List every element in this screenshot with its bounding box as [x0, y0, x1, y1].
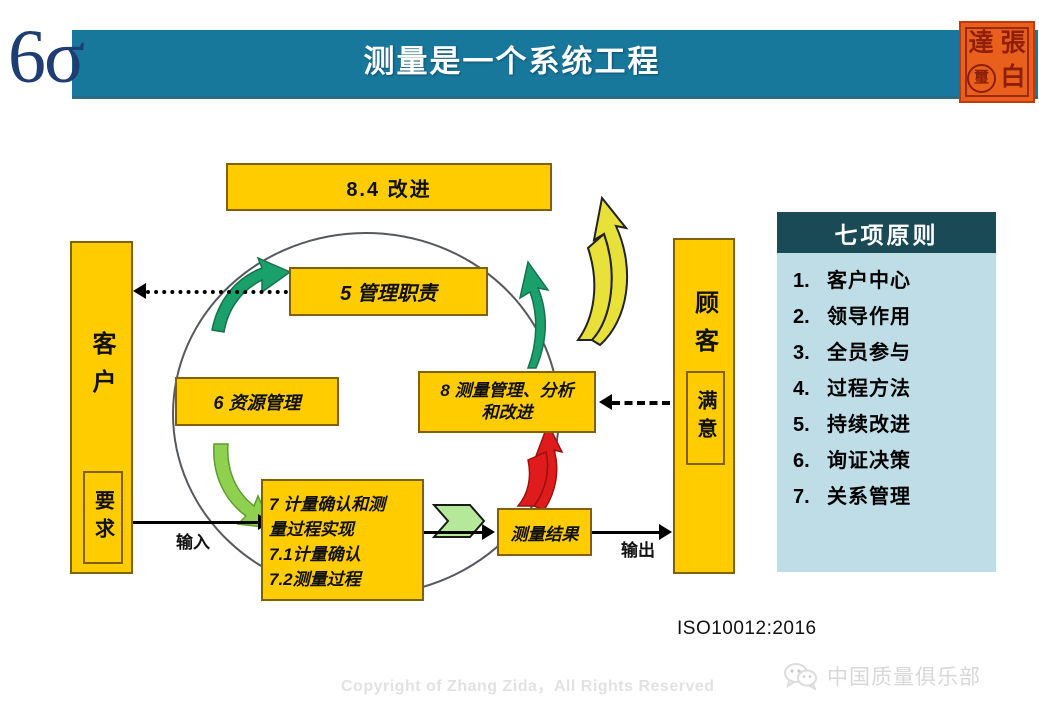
wechat-account-badge: 中国质量俱乐部: [784, 661, 981, 691]
principles-list: 1. 客户中心 2. 领导作用 3. 全员参与 4. 过程方法 5. 持续改进 …: [777, 253, 996, 515]
principle-item-5[interactable]: 5. 持续改进: [777, 407, 996, 443]
customer-right-title: 顾客: [690, 290, 718, 366]
six-sigma-logo-icon: 6σ: [8, 15, 85, 99]
feedback-arrow-head: [133, 283, 146, 299]
principle-number-2: 2.: [793, 306, 810, 328]
result-line: [424, 531, 484, 534]
wechat-account-name: 中国质量俱乐部: [827, 666, 981, 689]
box-seven-line4: 7.2测量过程: [269, 570, 361, 589]
principle-number-3: 3.: [793, 342, 810, 364]
output-arrow-head: [659, 524, 672, 540]
box-management-responsibility[interactable]: 5 管理职责: [289, 267, 488, 316]
output-label: 输出: [621, 541, 655, 560]
copyright-watermark: Copyright of Zhang Zida，All Rights Reser…: [341, 678, 715, 695]
box-customer-requirements[interactable]: 要求: [83, 471, 123, 564]
box-customer-left[interactable]: 客户 要求: [70, 241, 133, 574]
principle-label-1: 客户中心: [827, 270, 911, 292]
principle-label-3: 全员参与: [827, 342, 911, 364]
principle-label-6: 询证决策: [827, 450, 911, 472]
seven-principles-panel: 七项原则 1. 客户中心 2. 领导作用 3. 全员参与 4. 过程方法 5. …: [777, 212, 996, 572]
input-label: 输入: [176, 533, 210, 552]
seal-circle-stamp: 璽: [967, 64, 996, 93]
principle-item-2[interactable]: 2. 领导作用: [777, 299, 996, 335]
input-line: [133, 521, 261, 524]
feedback-dotted-line: [146, 290, 288, 294]
box-customer-right[interactable]: 顾客 满意: [673, 238, 735, 574]
page-title: 测量是一个系统工程: [363, 44, 661, 79]
result-arrow-head: [482, 524, 495, 540]
principle-number-7: 7.: [793, 486, 810, 508]
seal-char-bottom-right: 白: [1000, 64, 1026, 91]
principle-item-6[interactable]: 6. 询证决策: [777, 443, 996, 479]
satisfaction-arrow-head: [599, 394, 612, 410]
principle-number-6: 6.: [793, 450, 810, 472]
box-seven-line1: 7 计量确认和测: [269, 495, 386, 514]
signature-seal: 達 張 璽 白: [959, 21, 1035, 103]
arrow-yellow-up: [590, 195, 629, 347]
box-measurement-analysis[interactable]: 8 测量管理、分析 和改进: [418, 371, 596, 433]
principle-number-4: 4.: [793, 378, 810, 400]
principle-label-2: 领导作用: [827, 306, 911, 328]
satisfaction-dashed-line: [612, 401, 670, 405]
seal-char-top-left: 達: [968, 30, 994, 57]
title-bar: 测量是一个系统工程: [72, 30, 1038, 99]
wechat-icon: [784, 663, 817, 690]
box-seven-line2: 量过程实现: [269, 520, 354, 539]
box-measurement-analysis-line1: 8 测量管理、分析: [440, 381, 574, 400]
output-line: [592, 531, 660, 534]
principle-item-3[interactable]: 3. 全员参与: [777, 335, 996, 371]
box-metrological-confirmation[interactable]: 7 计量确认和测 量过程实现 7.1计量确认 7.2测量过程: [261, 479, 424, 601]
box-customer-satisfaction[interactable]: 满意: [686, 371, 725, 465]
box-measurement-result[interactable]: 测量结果: [497, 508, 592, 556]
box-seven-line3: 7.1计量确认: [269, 545, 361, 564]
principle-number-5: 5.: [793, 414, 810, 436]
principle-item-4[interactable]: 4. 过程方法: [777, 371, 996, 407]
iso-reference-label: ISO10012:2016: [677, 618, 817, 639]
box-resource-management[interactable]: 6 资源管理: [175, 377, 339, 426]
principle-label-5: 持续改进: [827, 414, 911, 436]
principle-number-1: 1.: [793, 270, 810, 292]
seal-inner-border: [965, 27, 1029, 97]
box-measurement-analysis-line2: 和改进: [481, 403, 533, 422]
principle-item-1[interactable]: 1. 客户中心: [777, 263, 996, 299]
seal-char-top-right: 張: [1000, 30, 1026, 57]
box-improvement[interactable]: 8.4 改进: [226, 163, 552, 211]
principle-item-7[interactable]: 7. 关系管理: [777, 479, 996, 515]
principles-heading: 七项原则: [777, 212, 996, 253]
principle-label-4: 过程方法: [827, 378, 911, 400]
principle-label-7: 关系管理: [827, 486, 911, 508]
customer-left-title: 客户: [88, 331, 115, 407]
arrow-yellow-tail: [576, 232, 613, 341]
